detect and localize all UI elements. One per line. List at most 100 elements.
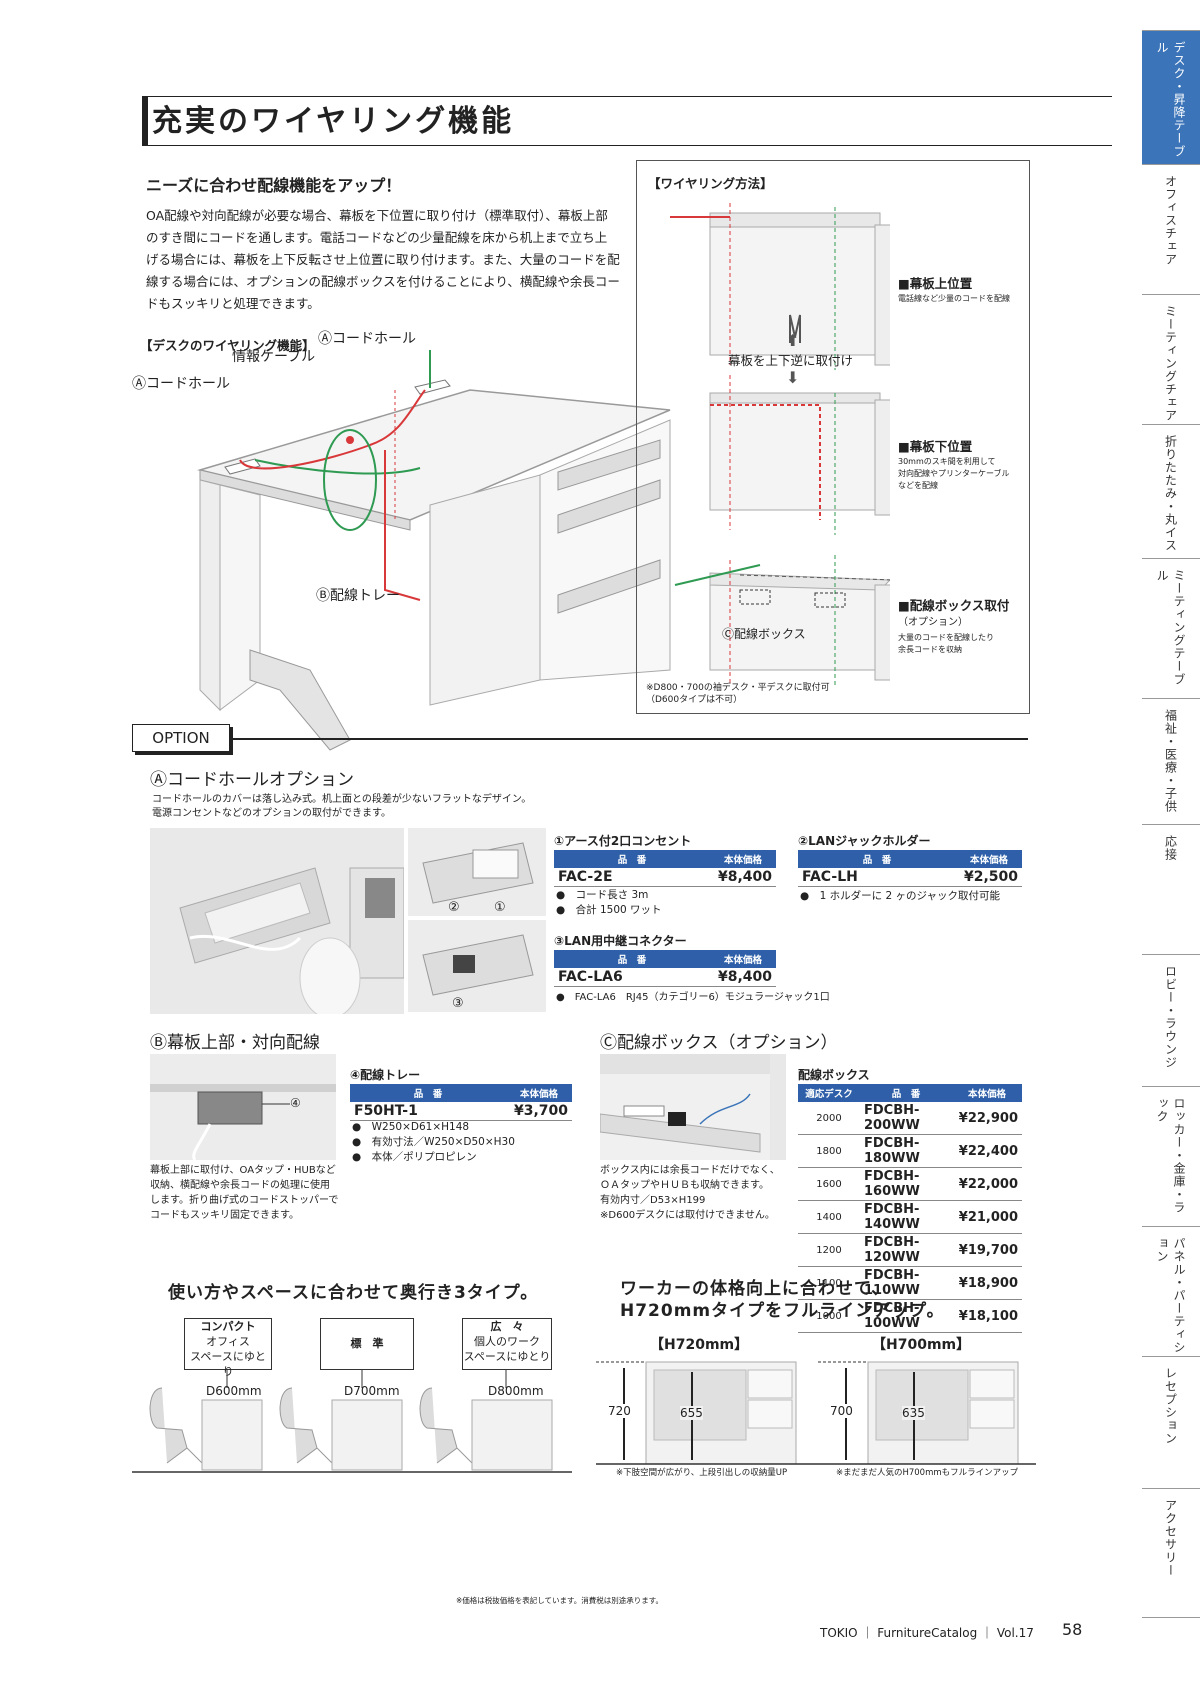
section-b-desc-line: します。折り曲げ式のコードストッパーで [150,1195,339,1206]
sidebar-tab-welfare[interactable]: 福祉・医療・子供 [1142,698,1200,824]
section-c-desc-line: ボックス内には余長コードだけでなく、 [600,1165,780,1176]
intro-line: OA配線や対向配線が必要な場合、幕板を下位置に取り付け（標準取付）、幕板上部 [146,208,608,223]
product-name: ④配線トレー [350,1068,421,1082]
wiring-box-title: ■配線ボックス取付 [898,598,1010,613]
depth-dim: D600mm [206,1384,262,1398]
product-note: ● 合計 1500 ワット [556,904,662,916]
sidebar-tab-label: ロッカー・金庫・ラック [1155,1097,1186,1214]
section-a-desc-line: 電源コンセントなどのオプションの取付ができます。 [152,808,391,819]
photo-mark-2: ② [448,900,460,915]
product-price: ¥22,000 [952,1167,1022,1201]
product-note: ● コード長さ 3m [556,889,649,901]
sidebar-tab-label: 折りたたみ・丸イス [1163,435,1178,552]
height-illustration [596,1361,1036,1465]
product-code: F50HT-1 [350,1102,506,1121]
section-c-desc-line: ※D600デスクには取付けできません。 [600,1210,775,1221]
intro-line: ドもスッキリと処理できます。 [146,296,320,311]
section-c-desc-line: 有効内寸／D53×H199 [600,1195,706,1206]
sidebar-tab-folding[interactable]: 折りたたみ・丸イス [1142,424,1200,558]
table-header: 品 番 [798,850,956,868]
section-a-desc-line: コードホールのカバーは落し込み式。机上面との段差が少ないフラットなデザイン。 [152,794,532,805]
product-price: ¥22,900 [952,1102,1022,1135]
depth-card-compact: コンパクト オフィス スペースにゆとり [184,1318,272,1378]
product-code: FAC-LA6 [554,968,710,987]
wiring-box-desc: 大量のコードを配線したり 余長コードを収納 [898,632,994,656]
product-price: ¥18,900 [952,1266,1022,1300]
depth-dim: D700mm [344,1384,400,1398]
h700-note: ※まだまだ人気のH700mmもフルラインアップ [836,1468,1019,1478]
desk-size: 1400 [798,1200,860,1234]
sidebar-tab-meeting-chair[interactable]: ミーティングチェア [1142,294,1200,424]
h720-note: ※下肢空間が広がり、上段引出しの収納量UP [616,1468,788,1478]
wiring-method-box [636,160,1030,714]
wiring-box-desc-line: 余長コードを収納 [898,645,962,654]
depth-type-name: 広 々 [490,1320,524,1333]
table-header: 品 番 [554,950,710,968]
desk-size: 1800 [798,1134,860,1168]
h700-under: 635 [902,1406,925,1420]
sidebar-tab-meeting-table[interactable]: ミーティングテーブル [1142,558,1200,698]
section-a-desc: コードホールのカバーは落し込み式。机上面との段差が少ないフラットなデザイン。 電… [152,793,531,821]
title-accent-bar [142,96,148,146]
desk-size: 1600 [798,1167,860,1201]
upper-position-title: ■幕板上位置 [898,276,973,291]
wiring-box-table-label: 配線ボックス [798,1068,870,1082]
note-line: ※D800・700の袖デスク・平デスクに取付可 [646,683,830,693]
table-header: 品 番 [350,1084,506,1102]
sidebar-tab-reception[interactable]: レセプション [1142,1356,1200,1488]
depth-card-standard: 標 準 [320,1318,414,1370]
product-name: ①アース付2口コンセント [554,834,692,848]
sidebar-tab-label: デスク・昇降テーブル [1155,41,1186,158]
h700-label: 【H700mm】 [872,1337,971,1353]
h720-label: 【H720mm】 [650,1337,749,1353]
sidebar-tab-locker[interactable]: ロッカー・金庫・ラック [1142,1086,1200,1226]
sidebar-tab-panel[interactable]: パネル・パーティション [1142,1226,1200,1356]
depth-type-desc: スペースにゆとり [190,1350,266,1378]
section-c-desc: ボックス内には余長コードだけでなく、 ＯＡタップやＨＵＢも収納できます。 有効内… [600,1163,780,1223]
callout-wiring-tray: Ⓑ配線トレー [316,588,400,604]
product-notes: ● W250×D61×H148 ● 有効寸法／W250×D50×H30 ● 本体… [352,1120,515,1165]
desk-size: 1100 [798,1266,860,1300]
wiring-box-callout: Ⓒ配線ボックス [722,627,806,641]
callout-info-cable: 情報ケーブル [232,349,316,365]
desk-size: 2000 [798,1102,860,1135]
sidebar-tab-label: ミーティングチェア [1163,305,1178,422]
callout-code-hole-top: Ⓐコードホール [318,331,416,347]
wiring-box-photo [600,1054,786,1160]
depth-type-name: コンパクト [200,1320,256,1333]
photo-mark-3: ③ [452,996,464,1011]
catalog-info: TOKIO ｜ FurnitureCatalog ｜ Vol.17 [820,1626,1034,1640]
photo-mark-1: ① [494,900,506,915]
product-code: FDCBH-100WW [860,1299,952,1333]
product-code: FDCBH-160WW [860,1167,952,1201]
sidebar-tab-reception-room[interactable]: 応接 [1142,824,1200,954]
product-code: FDCBH-180WW [860,1134,952,1168]
sidebar-tab-office-chair[interactable]: オフィスチェア [1142,164,1200,294]
page-number: 58 [1062,1620,1083,1639]
product-notes: ● コード長さ 3m ● 合計 1500 ワット [556,888,662,918]
sidebar-tab-lobby[interactable]: ロビー・ラウンジ [1142,954,1200,1086]
product-note: ● 有効寸法／W250×D50×H30 [352,1136,515,1148]
sidebar-tab-label: レセプション [1163,1367,1178,1445]
product-table: 品 番本体価格 FAC-LA6¥8,400 [554,950,776,987]
product-note: ● 本体／ポリプロピレン [352,1151,477,1163]
lower-position-desc: 30mmのスキ間を利用して 対向配線やプリンターケーブル などを配線 [898,456,1010,492]
lower-desc-line: 30mmのスキ間を利用して [898,457,996,466]
section-c-title: Ⓒ配線ボックス（オプション） [600,1033,838,1053]
section-b-desc-line: コードもスッキリ固定できます。 [150,1210,299,1221]
product-code: FAC-LH [798,868,956,887]
sidebar-tab-desk[interactable]: デスク・昇降テーブル [1142,30,1200,164]
photo-mark-4: ④ [290,1096,301,1110]
intro-text: OA配線や対向配線が必要な場合、幕板を下位置に取り付け（標準取付）、幕板上部 の… [146,205,666,315]
flip-arrow-down-icon: ⬇ [786,368,800,387]
depth-dim: D800mm [488,1384,544,1398]
sidebar-tab-label: 福祉・医療・子供 [1163,709,1178,813]
lan-connector-photo [408,920,546,1012]
depth-type-desc: オフィス [206,1335,250,1348]
sidebar-tab-accessory[interactable]: アクセサリー [1142,1488,1200,1618]
